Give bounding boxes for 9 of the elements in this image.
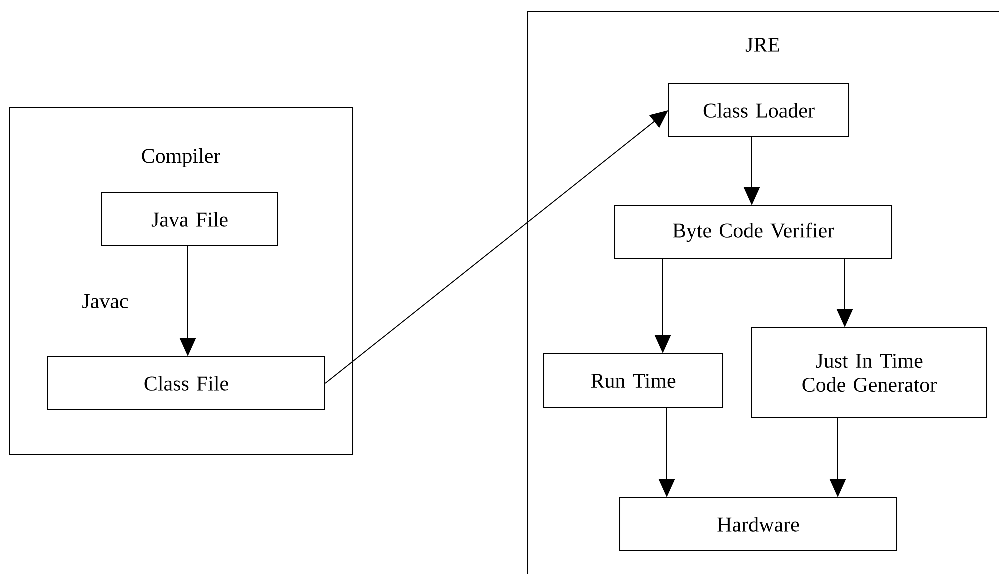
process-box: Class Loader xyxy=(668,84,850,138)
arrow xyxy=(325,110,668,384)
process-box: Just In Time Code Generator xyxy=(752,328,988,418)
process-box: Byte Code Verifier xyxy=(614,206,892,260)
process-box: Run Time xyxy=(544,354,724,408)
process-box: Java File xyxy=(102,192,278,246)
process-box: Hardware xyxy=(620,498,898,552)
process-box: Class File xyxy=(48,356,326,410)
edge-label: Javac xyxy=(82,294,128,308)
